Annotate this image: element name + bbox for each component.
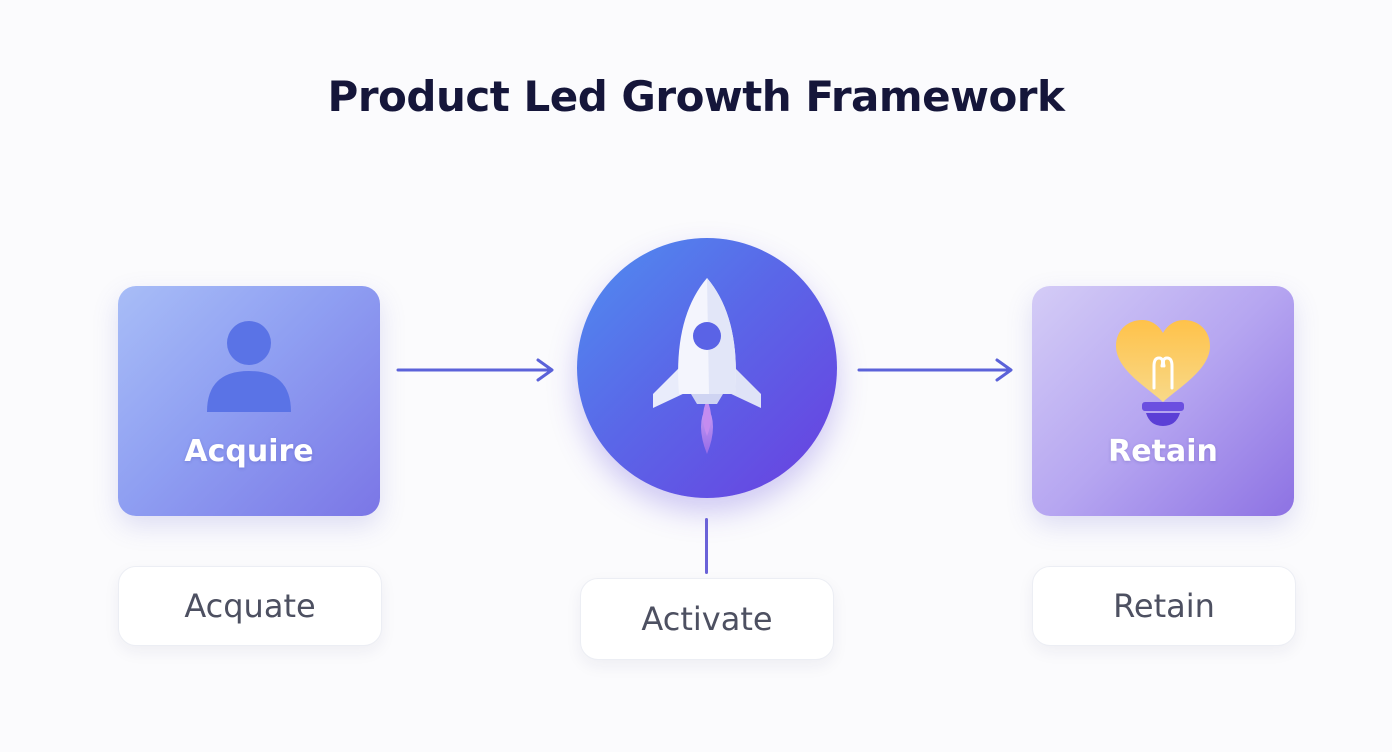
acquire-caption: Acquate [118,566,382,646]
arrow-right-icon [396,358,554,382]
connector-line [705,518,708,574]
lightbulb-heart-icon [1116,320,1210,426]
retain-label: Retain [1108,434,1218,469]
acquire-card: Acquire [118,286,380,516]
rocket-icon [653,278,761,454]
acquire-label: Acquire [184,434,314,469]
retain-card: Retain [1032,286,1294,516]
activate-caption: Activate [580,578,834,660]
arrow-right-icon [857,358,1013,382]
page-title: Product Led Growth Framework [327,72,1065,121]
user-icon [207,321,291,412]
retain-caption: Retain [1032,566,1296,646]
activate-circle [577,238,837,498]
